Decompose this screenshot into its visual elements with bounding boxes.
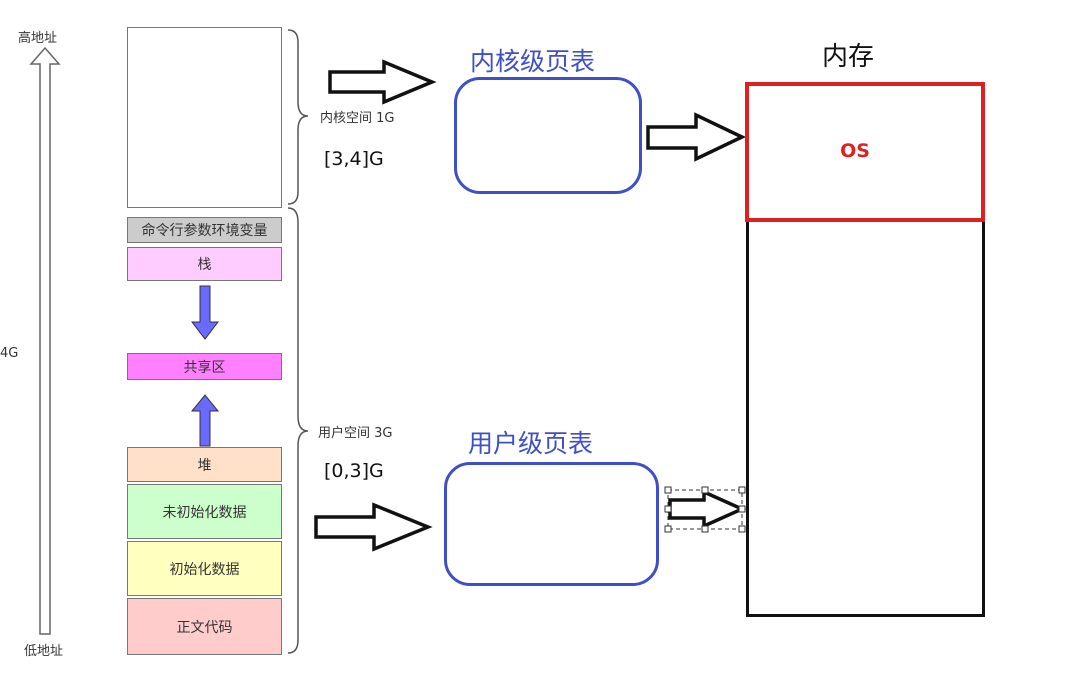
text-segment: 正文代码 <box>127 598 282 655</box>
bss-segment: 未初始化数据 <box>127 484 282 539</box>
kernel-space-segment <box>127 27 282 208</box>
address-space-size-label: 4G <box>0 346 19 361</box>
kernel-space-label: 内核空间 1G <box>320 111 395 126</box>
address-up-arrow <box>29 46 61 635</box>
selection-handle <box>664 486 672 494</box>
heap-segment: 堆 <box>127 447 282 482</box>
user-page-table-title: 用户级页表 <box>468 429 594 458</box>
memory-title: 内存 <box>822 42 875 72</box>
data-segment: 初始化数据 <box>127 541 282 596</box>
user-page-table-box <box>444 462 659 586</box>
selection-handle <box>664 525 672 533</box>
selection-handle <box>701 525 709 533</box>
selection-handle <box>738 525 746 533</box>
stack-grow-down-arrow <box>190 285 220 340</box>
low-address-label: 低地址 <box>24 644 64 659</box>
user-pagetable-to-memory-arrow <box>668 489 747 529</box>
os-region: OS <box>745 82 985 222</box>
kernel-to-pagetable-arrow <box>328 59 437 105</box>
shared-region-segment: 共享区 <box>127 353 282 380</box>
kernel-page-table-title: 内核级页表 <box>470 47 596 76</box>
cmdline-env-segment: 命令行参数环境变量 <box>127 217 282 243</box>
kernel-page-table-box <box>454 77 642 194</box>
user-space-brace <box>287 207 309 654</box>
selection-handle <box>738 486 746 494</box>
heap-grow-up-arrow <box>190 394 220 447</box>
selection-handle <box>664 505 672 513</box>
selection-handle <box>738 505 746 513</box>
selection-handle <box>701 486 709 494</box>
user-space-label: 用户空间 3G <box>318 426 393 441</box>
high-address-label: 高地址 <box>18 31 58 46</box>
kernel-pagetable-to-memory-arrow <box>646 112 747 162</box>
kernel-space-brace <box>287 29 309 205</box>
user-to-pagetable-arrow <box>314 502 433 552</box>
user-range-label: [0,3]G <box>324 460 384 482</box>
stack-segment: 栈 <box>127 247 282 281</box>
kernel-range-label: [3,4]G <box>324 148 384 170</box>
os-label: OS <box>840 140 870 162</box>
